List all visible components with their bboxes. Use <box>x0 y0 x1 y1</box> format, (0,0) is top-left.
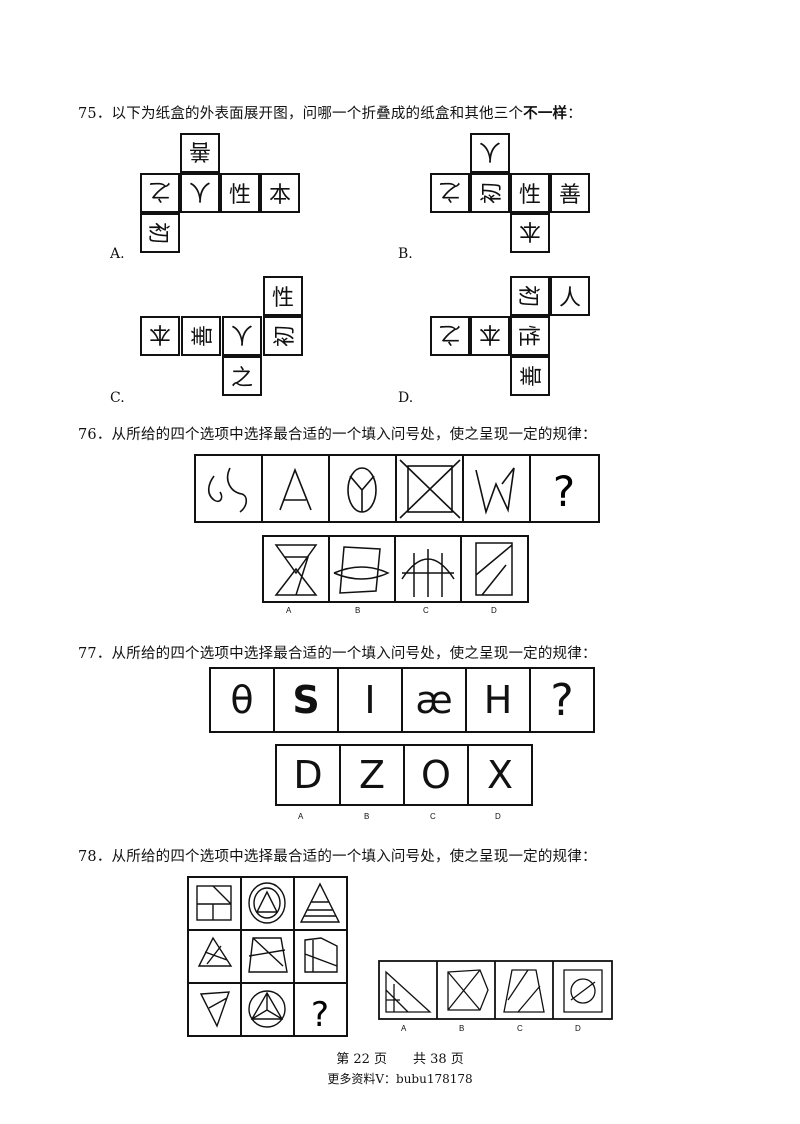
option-label-d: D. <box>398 390 414 406</box>
circle-triangle-figure <box>248 990 286 1028</box>
square-circle-figure <box>563 969 603 1013</box>
trapezoid-lines-figure <box>248 937 288 973</box>
face: 之 <box>430 173 470 213</box>
option-cell[interactable]: Z <box>339 744 405 806</box>
sequence-cell: I <box>337 667 403 733</box>
q78-grid: ? <box>187 876 348 1037</box>
question-75-title: 75．以下为纸盒的外表面展开图，问哪一个折叠成的纸盒和其他三个不一样： <box>78 102 582 123</box>
face: 之 <box>222 356 262 396</box>
sequence-symbol: æ <box>415 678 453 722</box>
face: 人 <box>222 316 262 356</box>
option-label-d: D <box>491 606 497 615</box>
pentagon-lines-figure <box>304 937 338 973</box>
face: 人 <box>180 173 220 213</box>
sequence-symbol: I <box>364 678 376 722</box>
q77-options: D Z O X <box>275 744 533 806</box>
sequence-symbol: H <box>483 678 513 722</box>
option-label-b: B <box>355 606 361 615</box>
q78-options <box>378 960 613 1020</box>
option-letter: Z <box>358 753 386 797</box>
face: 善 <box>180 133 220 173</box>
sequence-symbol: θ <box>230 678 254 722</box>
face: 本 <box>510 213 550 253</box>
pentagon-cross-figure <box>447 969 489 1011</box>
sequence-cell: æ <box>401 667 467 733</box>
concentric-figure <box>248 882 286 924</box>
hourglass-figure <box>274 544 318 596</box>
sequence-cell: θ <box>209 667 275 733</box>
square-lines-figure <box>475 542 513 596</box>
face: 善 <box>510 356 550 396</box>
face: 初 <box>140 213 180 253</box>
question-mark: ? <box>553 467 575 516</box>
trapezoid-figure <box>503 969 545 1013</box>
option-label-c: C <box>423 606 429 615</box>
option-label-b: B. <box>398 246 413 262</box>
question-mark: ? <box>311 995 329 1035</box>
option-label-d: D <box>495 812 501 821</box>
face: 性 <box>510 316 550 356</box>
q77-sequence: θ S I æ H ? <box>209 667 595 733</box>
striped-triangle-figure <box>299 882 341 923</box>
option-label-a: A <box>286 606 292 615</box>
option-label-c: C. <box>110 390 125 406</box>
option-letter: D <box>293 753 323 797</box>
option-label-a: A. <box>110 246 125 262</box>
right-triangle-figure <box>385 970 432 1013</box>
sequence-symbol: S <box>292 678 320 722</box>
option-label-c: C <box>517 1024 523 1033</box>
question-mark: ? <box>550 674 574 726</box>
slim-triangle-figure <box>199 991 231 1028</box>
squiggle-figure <box>207 475 223 503</box>
option-label-a: A <box>401 1024 407 1033</box>
face: 之 <box>430 316 470 356</box>
sequence-cell: S <box>273 667 339 733</box>
title-end: ： <box>567 106 582 122</box>
face: 本 <box>260 173 300 213</box>
face: 之 <box>140 173 180 213</box>
face: 初 <box>510 276 550 316</box>
zigzag-figure <box>475 467 515 515</box>
square-split-figure <box>196 885 232 921</box>
face: 性 <box>510 173 550 213</box>
option-label-b: B <box>459 1024 465 1033</box>
question-77-title: 77．从所给的四个选项中选择最合适的一个填入问号处，使之呈现一定的规律： <box>78 646 597 662</box>
option-cell[interactable]: O <box>403 744 469 806</box>
face: 人 <box>470 133 510 173</box>
question-76-title: 76．从所给的四个选项中选择最合适的一个填入问号处，使之呈现一定的规律： <box>78 427 597 443</box>
crossed-square-figure <box>407 465 453 513</box>
option-cell[interactable]: X <box>467 744 533 806</box>
face: 善 <box>181 316 221 356</box>
face: 初 <box>470 173 510 213</box>
arch-lines-figure <box>401 549 455 597</box>
sequence-cell: H <box>465 667 531 733</box>
face: 善 <box>550 173 590 213</box>
face: 本 <box>140 316 180 356</box>
triangle-lines-figure <box>197 936 233 967</box>
option-label-a: A <box>298 812 304 821</box>
question-78-title: 78．从所给的四个选项中选择最合适的一个填入问号处，使之呈现一定的规律： <box>78 849 597 865</box>
trapezoid-ellipse-figure <box>333 546 390 594</box>
face: 初 <box>263 316 303 356</box>
face: 本 <box>470 316 510 356</box>
letter-a-figure <box>279 467 312 511</box>
face: 性 <box>263 276 303 316</box>
title-bold: 不一样 <box>523 105 568 122</box>
face: 性 <box>220 173 260 213</box>
page-number: 第 22 页 共 38 页 <box>336 1052 464 1067</box>
title-text: 75．以下为纸盒的外表面展开图，问哪一个折叠成的纸盒和其他三个 <box>78 106 524 122</box>
option-label-d: D <box>575 1024 581 1033</box>
option-cell[interactable]: D <box>275 744 341 806</box>
option-label-c: C <box>430 812 436 821</box>
contact-info: 更多资料V：bubu178178 <box>327 1072 473 1086</box>
option-letter: O <box>421 753 451 797</box>
option-letter: X <box>486 753 514 797</box>
q76-sequence: ? <box>194 454 600 523</box>
option-label-b: B <box>364 812 370 821</box>
q76-options <box>262 535 529 603</box>
face: 人 <box>550 276 590 316</box>
sequence-cell: ? <box>529 667 595 733</box>
